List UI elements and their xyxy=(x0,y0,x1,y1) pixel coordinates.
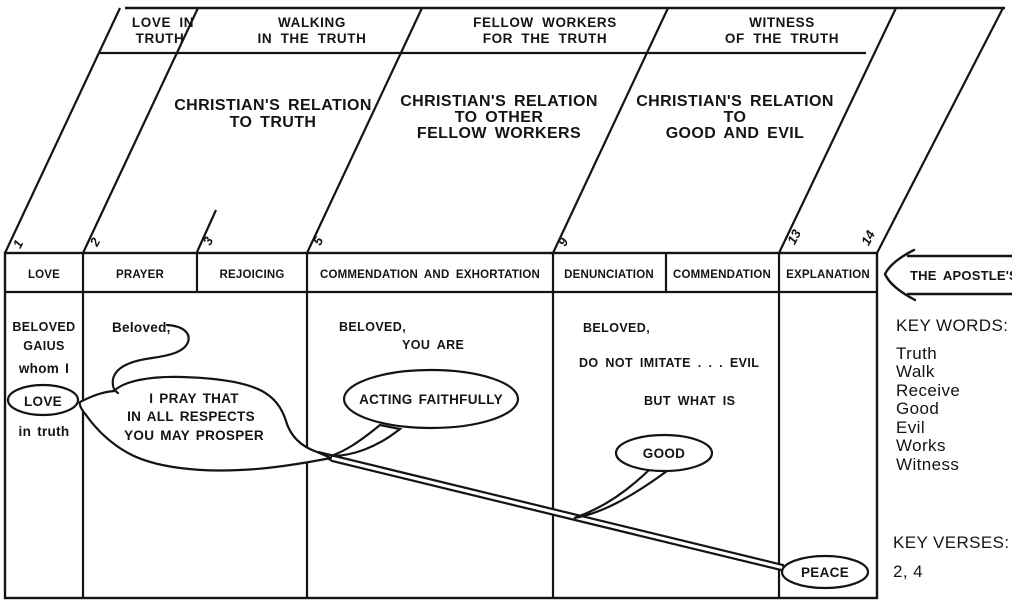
key-word-evil: Evil xyxy=(896,418,925,437)
slant-verse2 xyxy=(82,7,199,254)
relation-good-evil-line3: GOOD AND EVIL xyxy=(666,125,805,142)
acting-faithfully-oval-label: ACTING FAITHFULLY xyxy=(359,392,503,407)
verse-number-2: 2 xyxy=(86,234,103,249)
slant-verse9 xyxy=(552,7,669,254)
good-tail xyxy=(573,468,671,520)
header-prayer: PRAYER xyxy=(116,269,165,281)
love-col-beloved: BELOVED xyxy=(12,320,75,334)
slant-verse1 xyxy=(4,7,121,254)
relation-workers-line1: CHRISTIAN'S RELATION xyxy=(400,93,598,110)
key-verses-title: KEY VERSES: xyxy=(893,533,1010,552)
key-word-witness: Witness xyxy=(896,455,959,474)
relation-truth-line1: CHRISTIAN'S RELATION xyxy=(174,97,372,114)
key-word-walk: Walk xyxy=(896,362,935,381)
top-band-labels: LOVE IN TRUTH WALKING IN THE TRUTH FELLO… xyxy=(132,15,839,142)
denunciation-col-do-not-imitate: DO NOT IMITATE . . . EVIL xyxy=(579,356,759,370)
header-commendation: COMMENDATION xyxy=(673,269,771,281)
apostle-arrow-label: THE APOSTLE'S xyxy=(910,268,1012,283)
table-grid xyxy=(3,251,879,600)
key-word-good: Good xyxy=(896,399,939,418)
good-oval-label: GOOD xyxy=(643,446,685,461)
slant-verse14 xyxy=(876,7,1004,254)
relation-good-evil-line2: TO xyxy=(724,109,747,126)
key-verses-value: 2, 4 xyxy=(893,562,923,581)
prayer-speech-blob xyxy=(78,375,333,472)
column-headers: LOVE PRAYER REJOICING COMMENDATION AND E… xyxy=(28,268,1012,283)
chart-outer-border xyxy=(3,251,879,600)
relation-truth-line2: TO TRUTH xyxy=(230,114,317,131)
relation-good-evil-line1: CHRISTIAN'S RELATION xyxy=(636,93,834,110)
ovals xyxy=(6,368,870,590)
relation-workers-line2: TO OTHER xyxy=(455,109,544,126)
panel-walking-line1: WALKING xyxy=(278,15,346,30)
denunciation-col-but-what-is: BUT WHAT IS xyxy=(644,394,735,408)
love-col-gaius: GAIUS xyxy=(23,339,65,353)
panel-witness-line1: WITNESS xyxy=(749,15,815,30)
tick-verse3 xyxy=(195,209,218,253)
love-oval xyxy=(6,383,80,417)
body-text: BELOVED GAIUS whom I LOVE in truth Belov… xyxy=(12,320,849,580)
good-oval xyxy=(614,433,714,473)
verse-number-3: 3 xyxy=(200,233,217,247)
peace-oval-label: PEACE xyxy=(801,565,849,580)
relation-workers-line3: FELLOW WORKERS xyxy=(417,125,581,142)
verse-numbers: 1 2 3 5 9 13 14 xyxy=(10,226,879,250)
panel-witness-line2: OF THE TRUTH xyxy=(725,31,839,46)
slant-verse5 xyxy=(306,7,423,254)
panel-love-in-truth-line1: LOVE IN xyxy=(132,15,194,30)
exhortation-col-beloved: BELOVED, xyxy=(339,320,406,334)
verse-number-13: 13 xyxy=(784,226,804,246)
header-rejoicing: REJOICING xyxy=(219,269,284,281)
beloved-squiggle-connector xyxy=(111,323,190,395)
apostle-arrow xyxy=(883,248,1012,302)
exhortation-col-you-are: YOU ARE xyxy=(402,338,464,352)
acting-faithfully-oval xyxy=(342,368,520,430)
love-col-whom-i: whom I xyxy=(18,361,69,376)
panel-love-in-truth-line2: TRUTH xyxy=(136,31,185,46)
key-word-receive: Receive xyxy=(896,381,960,400)
key-word-truth: Truth xyxy=(896,344,937,363)
header-explanation: EXPLANATION xyxy=(786,269,870,281)
ribbon-to-peace xyxy=(317,450,787,573)
verse-number-5: 5 xyxy=(310,233,327,247)
verse-number-14: 14 xyxy=(858,227,878,247)
sidebar-annotations: KEY WORDS: Truth Walk Receive Good Evil … xyxy=(893,316,1010,581)
header-love: LOVE xyxy=(28,269,60,281)
prayer-bubble-line3: YOU MAY PROSPER xyxy=(124,428,264,443)
key-word-works: Works xyxy=(896,436,946,455)
header-commendation-exhortation: COMMENDATION AND EXHORTATION xyxy=(320,269,540,281)
peace-oval xyxy=(780,554,870,590)
top-band-grid xyxy=(4,6,1005,254)
slant-verse13 xyxy=(778,7,897,254)
key-words-title: KEY WORDS: xyxy=(896,316,1008,335)
prayer-col-beloved: Beloved, xyxy=(112,320,171,335)
connectors xyxy=(78,323,787,573)
panel-fellow-workers-line1: FELLOW WORKERS xyxy=(473,15,617,30)
prayer-bubble-line1: I PRAY THAT xyxy=(149,391,239,406)
arrow-head xyxy=(883,248,917,302)
love-oval-label: LOVE xyxy=(24,394,62,409)
panel-walking-line2: IN THE TRUTH xyxy=(258,31,367,46)
denunciation-col-beloved: BELOVED, xyxy=(583,321,650,335)
prayer-bubble-line2: IN ALL RESPECTS xyxy=(127,409,255,424)
panel-fellow-workers-line2: FOR THE TRUTH xyxy=(483,31,608,46)
verse-number-1: 1 xyxy=(10,237,27,250)
love-col-in-truth: in truth xyxy=(19,424,70,439)
acting-faithfully-tail xyxy=(330,423,403,458)
header-denunciation: DENUNCIATION xyxy=(564,269,654,281)
